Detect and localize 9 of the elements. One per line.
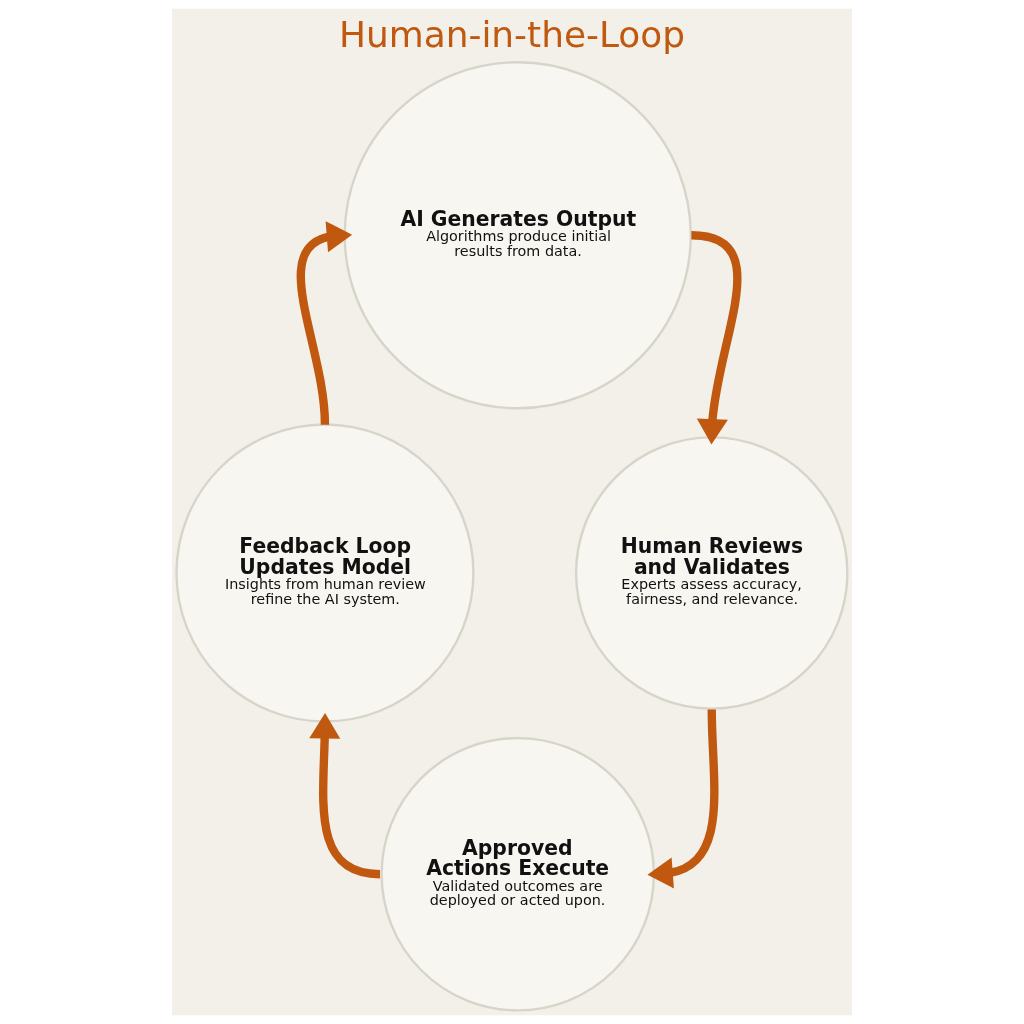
node-circle: AI Generates Output Algorithms produce initial results from data. <box>343 61 692 410</box>
node-circle: Approved Actions Execute Validated outcomes are deployed or acted upon. <box>380 736 656 1012</box>
arrow <box>296 221 353 425</box>
arrow <box>309 713 381 879</box>
arrow <box>690 231 742 445</box>
diagram-title: Human-in-the-Loop <box>338 13 686 55</box>
arrow <box>647 709 719 889</box>
node-circle: Feedback Loop Updates Model Insights from human review refine the AI system. <box>175 423 475 723</box>
node-circle: Human Reviews and Validates Experts assess accuracy, fairness, and relevance. <box>574 436 849 710</box>
